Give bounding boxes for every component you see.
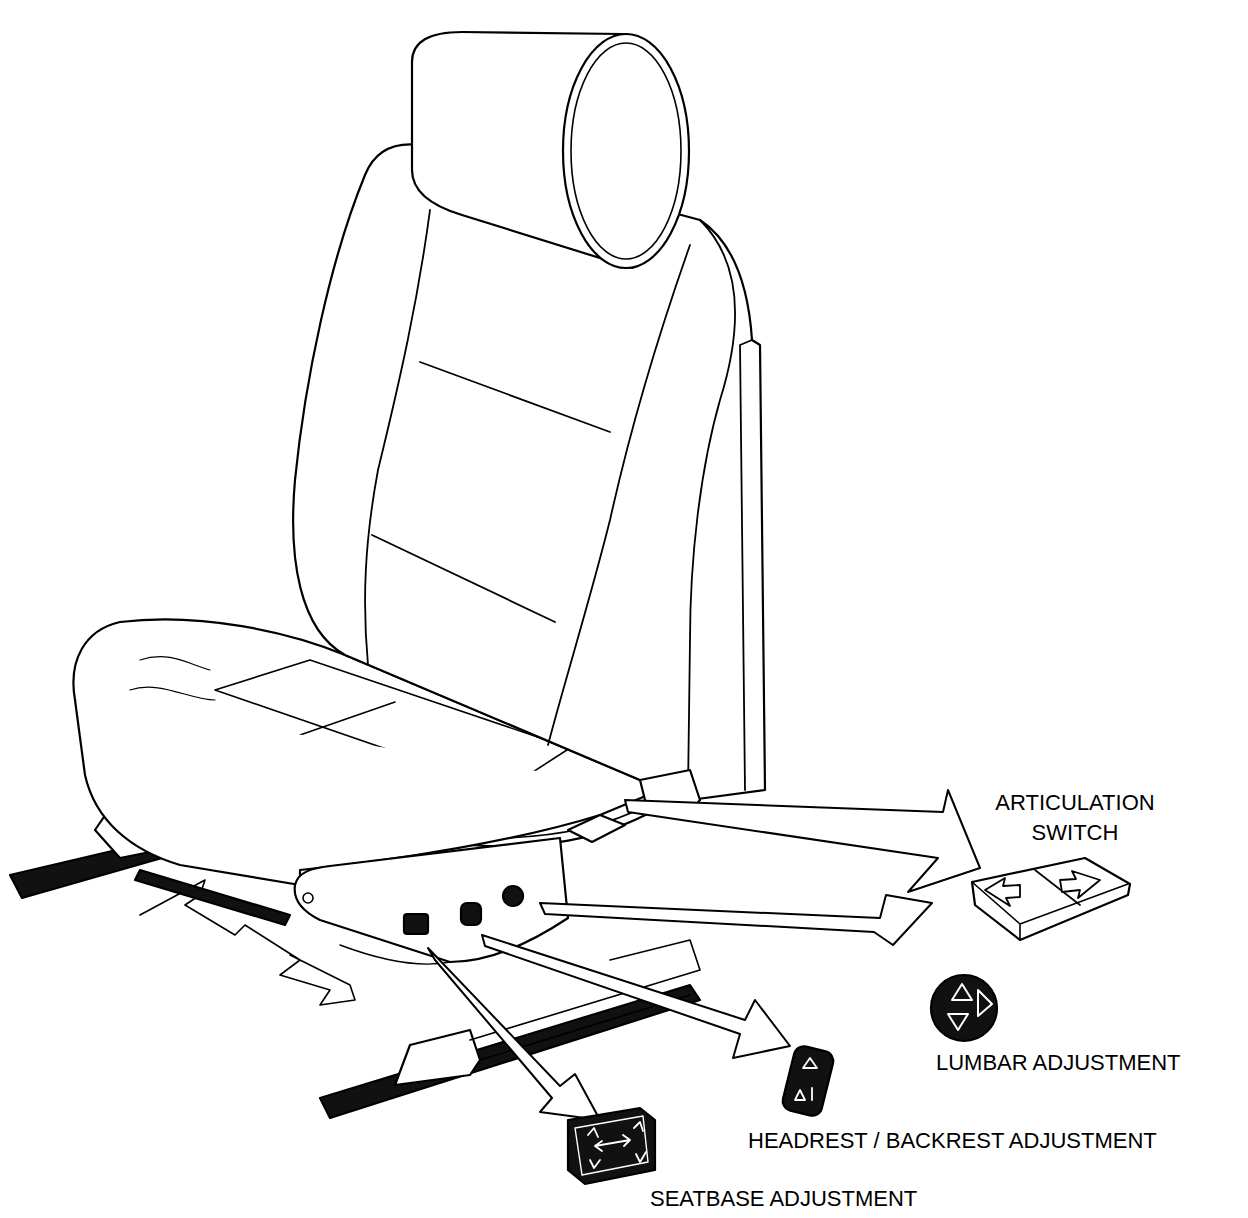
backrest-seams: [372, 362, 610, 622]
seatbase-switch: [404, 914, 428, 934]
callout-arrows: [428, 790, 980, 1120]
callout-label: HEADREST / BACKREST ADJUSTMENT: [748, 1126, 1238, 1156]
headrest-switch: [461, 903, 481, 925]
articulation-icon: [972, 858, 1130, 940]
lumbar-switch: [503, 886, 523, 906]
front-right-bracket: [395, 1030, 480, 1085]
seat-backrest: [293, 144, 765, 812]
seatbase-icon-face: [575, 1116, 648, 1175]
callout-label: SEATBASE ADJUSTMENT: [650, 1184, 1010, 1214]
lumbar-icon-arrows: [948, 984, 992, 1030]
headrest-icon: [781, 1044, 836, 1118]
backrest-right-edge: [688, 220, 752, 790]
articulation-icon-top: [972, 870, 1128, 940]
headrest-face: [563, 34, 689, 268]
seatbase-arrow: [428, 948, 600, 1120]
backrest-bolster-left: [365, 210, 430, 665]
articulation-arrow: [625, 790, 980, 892]
backrest-bolster-right: [548, 245, 690, 745]
headrest: [412, 32, 689, 268]
headrest-piping: [571, 43, 681, 259]
headrest-icon-arrows: [795, 1058, 817, 1100]
callout-label: ARTICULATION SWITCH: [968, 788, 1182, 847]
backrest-outline: [293, 144, 765, 800]
seatbase-icon-arrows: [588, 1122, 646, 1168]
callout-label: LUMBAR ADJUSTMENT: [936, 1048, 1236, 1078]
switch-panel: [295, 838, 568, 962]
articulation-switch: [568, 815, 625, 842]
headrest-arrow: [482, 935, 790, 1058]
seatbase-icon: [568, 1108, 655, 1184]
lumbar-icon: [931, 975, 997, 1041]
articulation-icon-arrows: [985, 871, 1100, 906]
panel-screw: [303, 893, 313, 903]
lumbar-arrow: [540, 895, 932, 945]
